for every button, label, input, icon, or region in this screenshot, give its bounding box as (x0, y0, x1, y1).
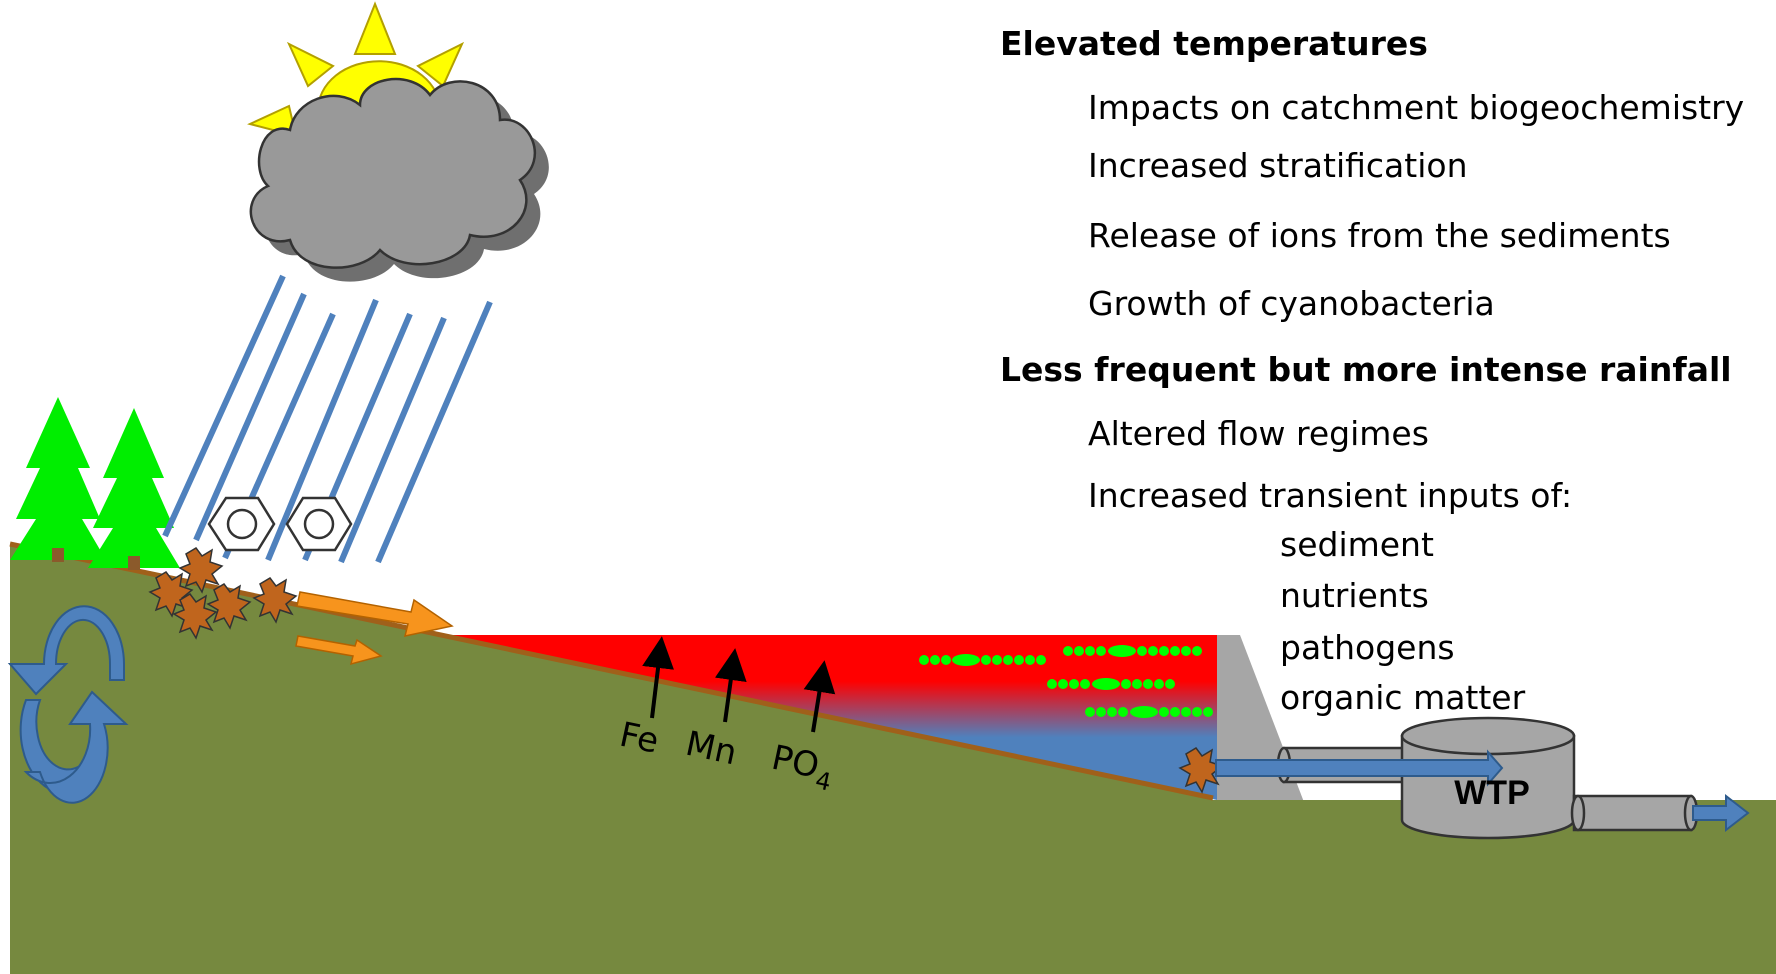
input-sediment: sediment (1280, 525, 1434, 564)
soil-line (9, 541, 1214, 801)
sediment-particles-icon (148, 547, 1224, 794)
outlet-pipe (1570, 794, 1699, 832)
heading-elevated-temperatures: Elevated temperatures (1000, 24, 1428, 63)
tree-icon (88, 408, 180, 570)
plain-ground (1307, 810, 1776, 974)
effect-catchment-biogeochemistry: Impacts on catchment biogeochemistry (1088, 88, 1745, 127)
wtp-tank (1400, 716, 1576, 840)
cloud-icon (249, 77, 549, 282)
effect-stratification: Increased stratification (1088, 146, 1468, 185)
effect-ion-release: Release of ions from the sediments (1088, 216, 1671, 255)
cyanobacteria-icon (919, 645, 1213, 718)
wtp-label: WTP (1454, 774, 1530, 812)
effect-transient-inputs: Increased transient inputs of: (1088, 476, 1573, 515)
tree-icon (10, 397, 106, 562)
ion-label-po4: PO4 (767, 738, 838, 797)
cycle-arrows-icon (7, 605, 129, 804)
effect-flow-regimes: Altered flow regimes (1088, 414, 1429, 453)
organic-molecule-icon (207, 496, 353, 552)
input-pathogens: pathogens (1280, 628, 1455, 667)
effect-cyanobacteria: Growth of cyanobacteria (1088, 284, 1495, 323)
ion-label-fe: Fe (616, 715, 662, 762)
input-nutrients: nutrients (1280, 576, 1429, 615)
input-organic-matter: organic matter (1280, 678, 1526, 717)
water-flow-arrow-icon (1215, 749, 1750, 833)
runoff-arrow-icon (295, 591, 454, 666)
sediment-particle-reservoir (1178, 747, 1224, 794)
ion-release-arrows (642, 636, 836, 733)
heading-intense-rainfall: Less frequent but more intense rainfall (1000, 350, 1732, 389)
